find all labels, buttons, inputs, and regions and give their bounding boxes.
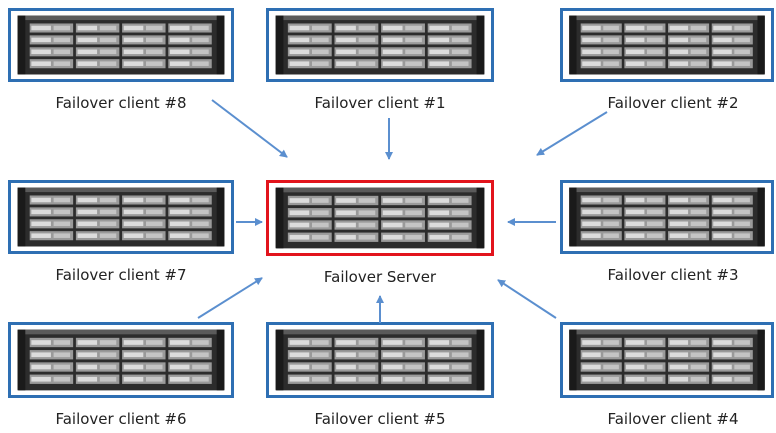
client-3-label: Failover client #3 bbox=[607, 266, 739, 284]
client-3-server-box bbox=[560, 180, 774, 254]
client-5-server-box bbox=[266, 322, 494, 398]
client-1-label: Failover client #1 bbox=[314, 94, 446, 112]
rack-server-icon bbox=[17, 329, 225, 391]
client-1-server-box bbox=[266, 8, 494, 82]
rack-server-icon bbox=[569, 329, 765, 391]
client-5-label: Failover client #5 bbox=[314, 410, 446, 428]
rack-server-icon bbox=[275, 187, 485, 249]
client-6-server-box bbox=[8, 322, 234, 398]
client-8-server-box bbox=[8, 8, 234, 82]
client-6-label: Failover client #6 bbox=[55, 410, 187, 428]
arrow-client2-to-server bbox=[536, 111, 608, 156]
failover-server-label: Failover Server bbox=[323, 268, 437, 286]
rack-server-icon bbox=[17, 187, 225, 247]
client-8-label: Failover client #8 bbox=[55, 94, 187, 112]
rack-server-icon bbox=[17, 15, 225, 75]
arrow-client6-to-server bbox=[197, 277, 263, 319]
failover-server-box bbox=[266, 180, 494, 256]
client-7-label: Failover client #7 bbox=[55, 266, 187, 284]
rack-server-icon bbox=[275, 15, 485, 75]
client-2-label: Failover client #2 bbox=[607, 94, 739, 112]
client-4-server-box bbox=[560, 322, 774, 398]
client-2-server-box bbox=[560, 8, 774, 82]
rack-server-icon bbox=[275, 329, 485, 391]
rack-server-icon bbox=[569, 15, 765, 75]
client-4-label: Failover client #4 bbox=[607, 410, 739, 428]
client-7-server-box bbox=[8, 180, 234, 254]
rack-server-icon bbox=[569, 187, 765, 247]
arrow-client4-to-server bbox=[497, 279, 557, 319]
